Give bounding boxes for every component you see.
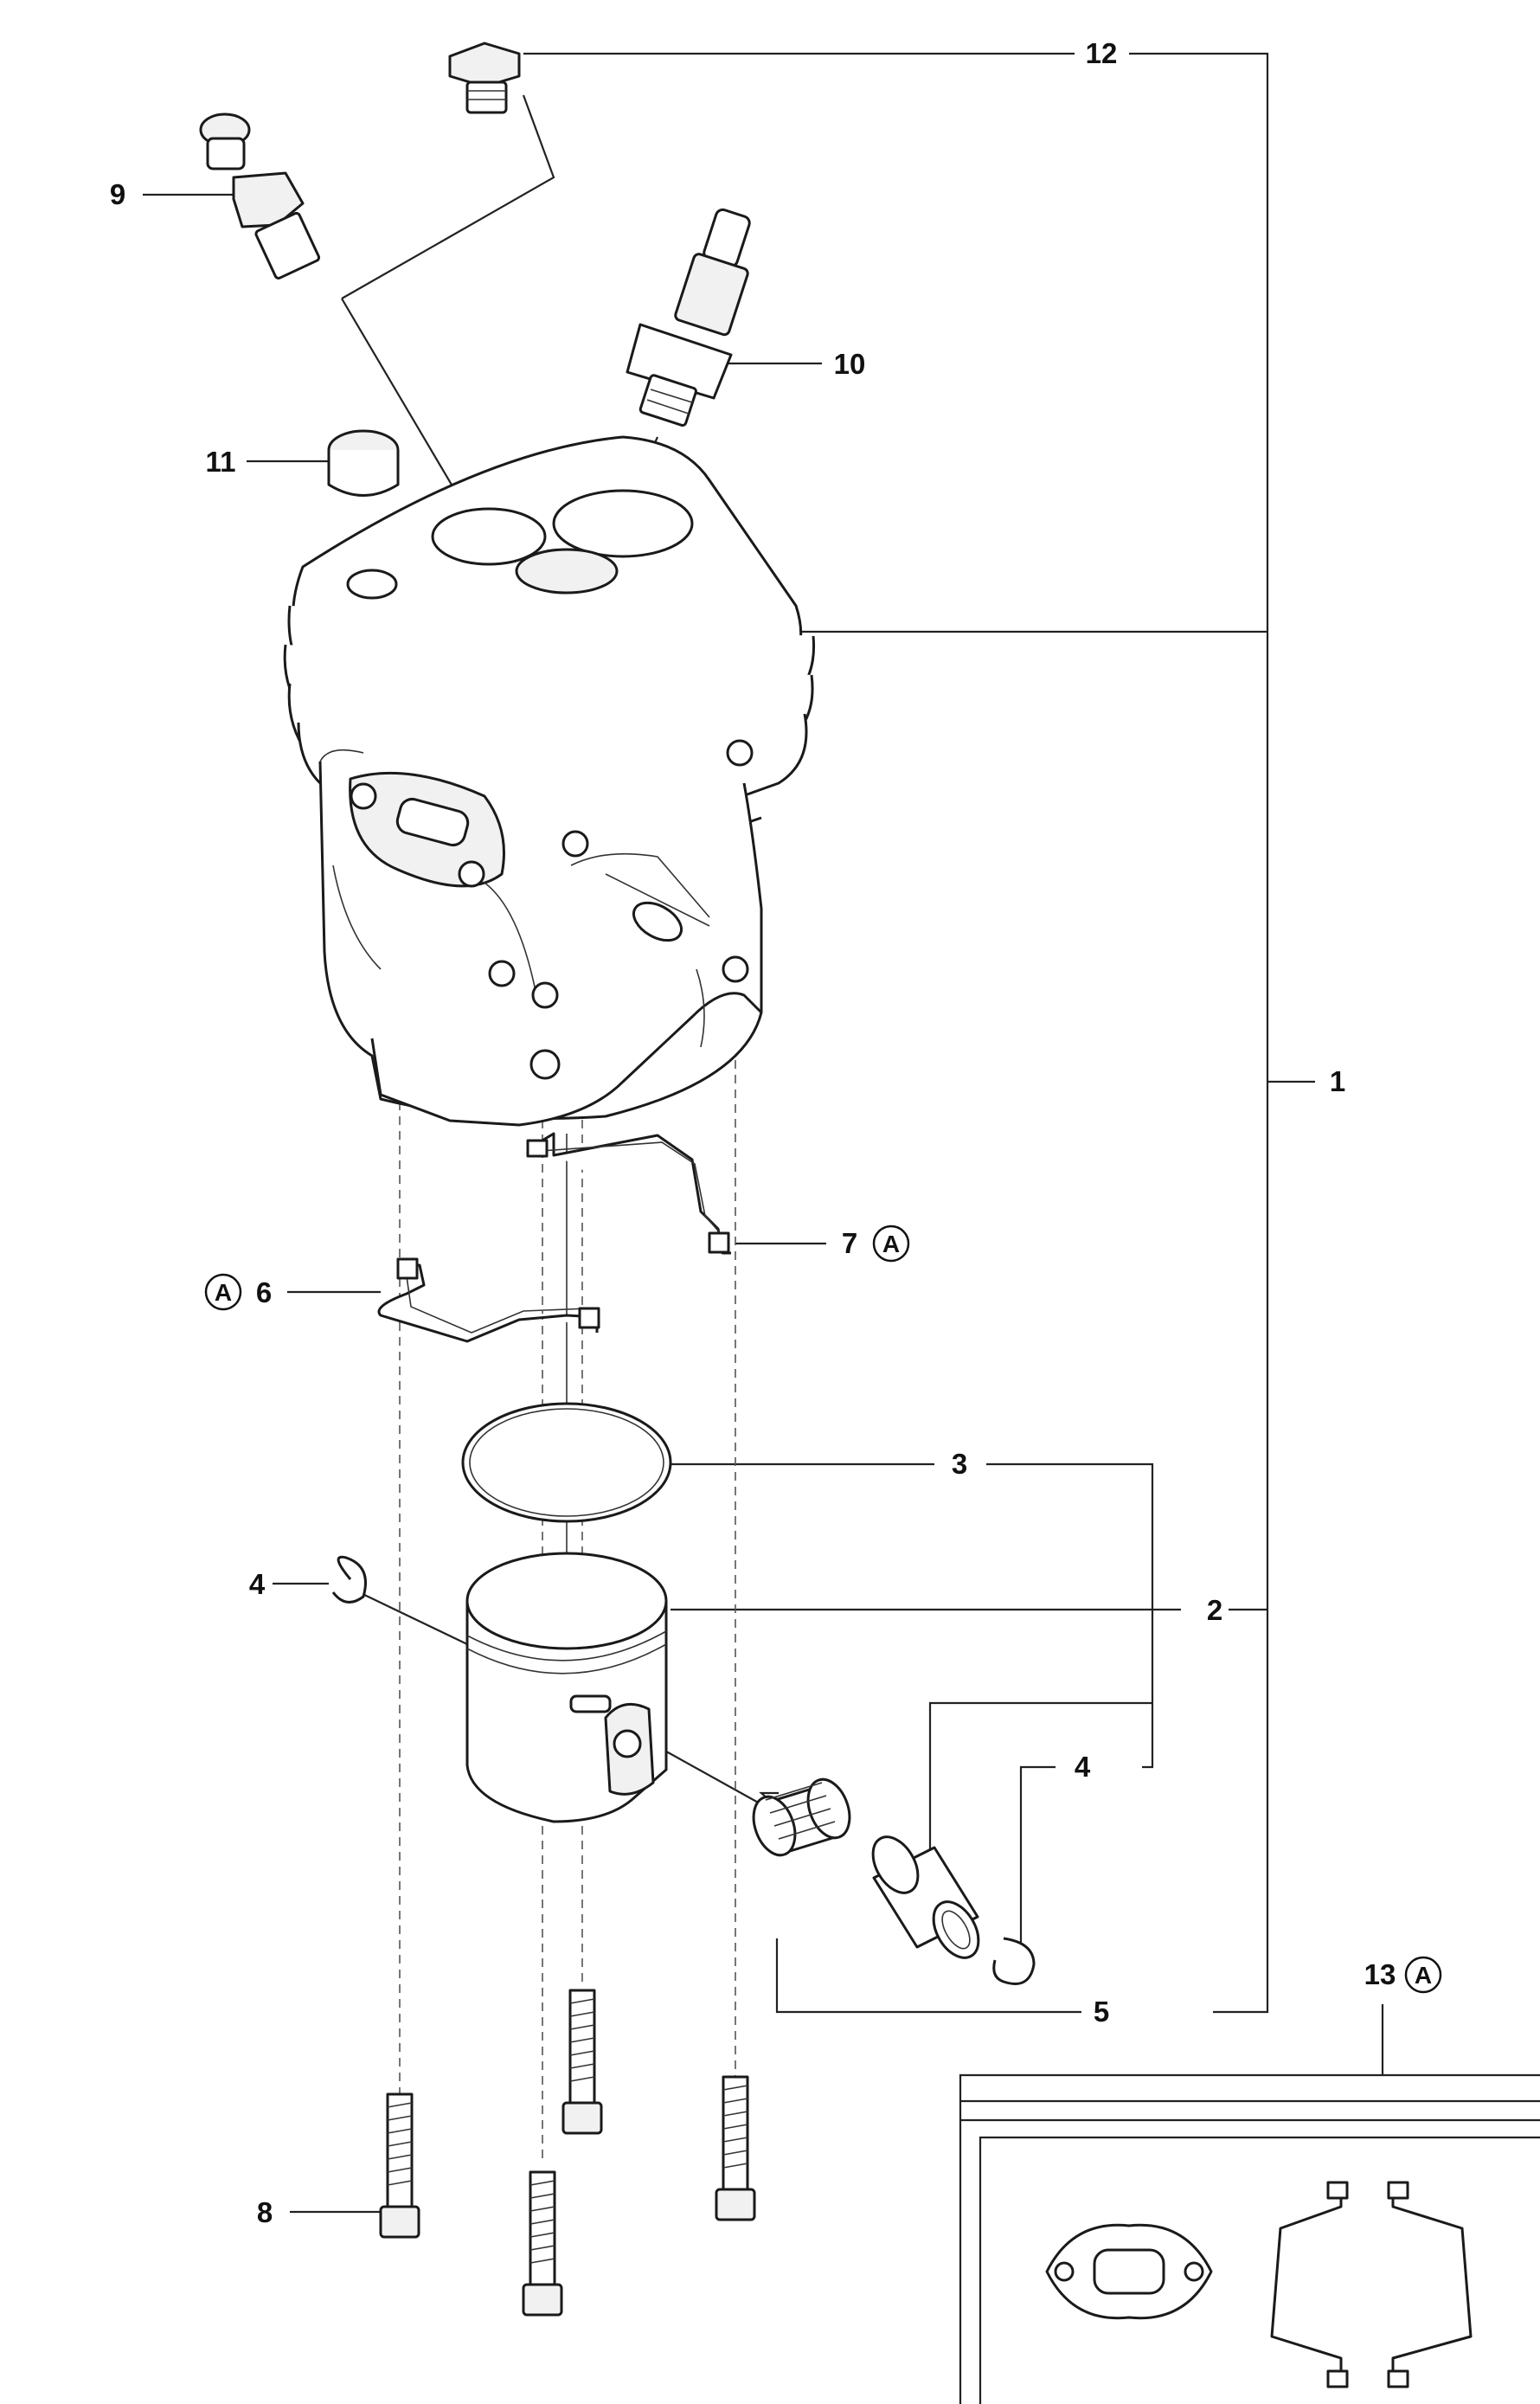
callout-13: 13 (1364, 1958, 1396, 1990)
spark-plug (626, 208, 751, 427)
callout-8: 8 (257, 2196, 273, 2228)
cylinder-screw-1 (379, 2092, 420, 2239)
leader-lines (143, 52, 1384, 2214)
marker-a-6: A (204, 1273, 242, 1311)
callout-2: 2 (1207, 1594, 1222, 1626)
callout-9: 9 (110, 178, 125, 210)
callout-6: 6 (256, 1276, 272, 1308)
marker-a-13: A (1404, 1956, 1442, 1994)
piston (465, 1552, 668, 1823)
intake-bracket-lower (377, 1257, 600, 1343)
cylinder-plug (327, 429, 400, 497)
piston-ring (461, 1402, 672, 1523)
callout-10: 10 (834, 348, 866, 380)
needle-bearing (752, 1777, 851, 1857)
piston-pin-circlip-right (992, 1937, 1036, 1985)
callout-3: 3 (952, 1448, 967, 1480)
intake-bracket-upper (526, 1132, 731, 1255)
callout-12: 12 (1086, 37, 1118, 69)
callout-1: 1 (1330, 1065, 1345, 1097)
cylinder-screw-3 (561, 1989, 603, 2135)
callout-4-right: 4 (1075, 1751, 1091, 1783)
callout-5: 5 (1094, 1996, 1109, 2028)
marker-a-7: A (872, 1224, 910, 1263)
cylinder-screw-2 (522, 2170, 563, 2317)
callout-11: 11 (206, 446, 236, 478)
marker-a-7-label: A (882, 1231, 900, 1257)
piston-pin-circlip-left (331, 1555, 367, 1604)
piston-pin (871, 1835, 980, 1959)
callout-7: 7 (842, 1227, 857, 1259)
decompression-valve (199, 112, 321, 280)
cylinder-plug-screw (448, 42, 521, 114)
callout-4-left: 4 (249, 1568, 266, 1600)
marker-a-13-label: A (1415, 1962, 1432, 1989)
cylinder-screw-4 (715, 2075, 756, 2221)
marker-a-6-label: A (215, 1279, 232, 1306)
cylinder-assembly (283, 435, 816, 1127)
gasket-kit-box (959, 2073, 1540, 2404)
